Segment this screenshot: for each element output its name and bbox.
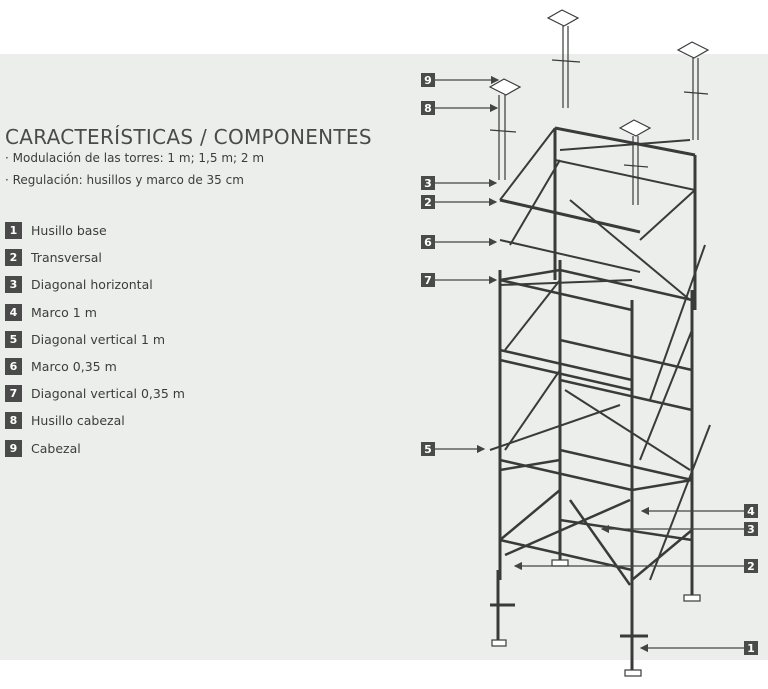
- feature-list: · Modulación de las torres: 1 m; 1,5 m; …: [5, 150, 264, 194]
- vertical-posts: [498, 260, 694, 600]
- legend-number-badge: 6: [5, 358, 22, 376]
- callouts-right: 4 3 2 1: [513, 504, 758, 655]
- legend-number-badge: 3: [5, 276, 22, 294]
- callout-number: 1: [747, 642, 755, 655]
- legend-number-badge: 5: [5, 330, 22, 348]
- page-title: CARACTERÍSTICAS / COMPONENTES: [5, 125, 372, 150]
- legend-number-badge: 2: [5, 249, 22, 267]
- legend-number-badge: 1: [5, 222, 22, 240]
- legend-item: 4 Marco 1 m: [5, 299, 185, 326]
- callout-2: 2: [513, 559, 758, 573]
- callout-3: 3: [600, 522, 758, 536]
- legend-label: Cabezal: [31, 440, 81, 456]
- callout-number: 9: [424, 74, 432, 87]
- top-frame: [499, 126, 697, 310]
- head-plate-icon: [618, 119, 652, 205]
- callout-number: 5: [424, 443, 432, 456]
- bottom-frame: [499, 489, 693, 586]
- head-plate-icon: [546, 9, 581, 108]
- callout-6: 6: [421, 235, 498, 249]
- vertical-diagonals: [489, 244, 711, 581]
- feature-regulation: · Regulación: husillos y marco de 35 cm: [5, 173, 244, 187]
- callout-number: 3: [424, 177, 432, 190]
- legend-item: 7 Diagonal vertical 0,35 m: [5, 380, 185, 407]
- legend-label: Diagonal vertical 1 m: [31, 331, 166, 347]
- legend-item: 5 Diagonal vertical 1 m: [5, 326, 185, 353]
- legend-item: 9 Cabezal: [5, 435, 185, 462]
- callouts-left: 9 8 3 2 6 7 5: [421, 73, 500, 456]
- base-jack-icon: [620, 600, 648, 677]
- legend-number-badge: 4: [5, 303, 22, 321]
- legend-number-badge: 8: [5, 412, 22, 430]
- legend-label: Diagonal horizontal: [31, 277, 153, 293]
- base-jack-icon: [490, 570, 515, 647]
- feature-modulation: · Modulación de las torres: 1 m; 1,5 m; …: [5, 151, 265, 165]
- horizontal-frames: [499, 268, 693, 492]
- callout-number: 6: [424, 236, 432, 249]
- callout-4: 4: [640, 504, 758, 518]
- callout-8: 8: [421, 101, 499, 115]
- head-plate-icon: [676, 41, 710, 140]
- callout-7: 7: [421, 273, 498, 287]
- legend-label: Husillo base: [31, 223, 107, 239]
- callout-3: 3: [421, 176, 498, 190]
- legend-item: 8 Husillo cabezal: [5, 407, 185, 434]
- callout-number: 7: [424, 274, 432, 287]
- callout-2: 2: [421, 195, 498, 209]
- legend-label: Diagonal vertical 0,35 m: [31, 386, 185, 402]
- legend-number-badge: 9: [5, 439, 22, 457]
- legend-number-badge: 7: [5, 385, 22, 403]
- base-jack-icon: [551, 530, 569, 567]
- callout-number: 4: [747, 505, 755, 518]
- legend-item: 2 Transversal: [5, 244, 185, 271]
- legend-label: Husillo cabezal: [31, 413, 125, 429]
- component-legend: 1 Husillo base 2 Transversal 3 Diagonal …: [5, 217, 185, 462]
- legend-item: 3 Diagonal horizontal: [5, 271, 185, 298]
- legend-item: 6 Marco 0,35 m: [5, 353, 185, 380]
- legend-label: Transversal: [31, 250, 102, 266]
- legend-item: 1 Husillo base: [5, 217, 185, 244]
- tower-structure: [488, 9, 711, 677]
- legend-label: Marco 0,35 m: [31, 359, 117, 375]
- callout-number: 2: [747, 560, 755, 573]
- callout-5: 5: [421, 442, 486, 456]
- callout-9: 9: [421, 73, 500, 87]
- legend-label: Marco 1 m: [31, 304, 97, 320]
- callout-1: 1: [639, 641, 758, 655]
- callout-number: 3: [747, 523, 755, 536]
- callout-number: 8: [424, 102, 432, 115]
- callout-number: 2: [424, 196, 432, 209]
- head-plate-icon: [488, 78, 522, 180]
